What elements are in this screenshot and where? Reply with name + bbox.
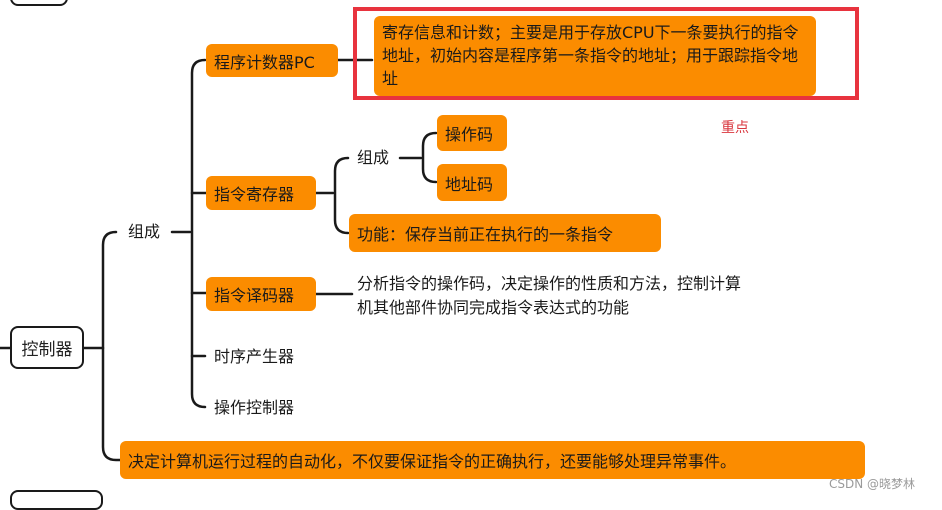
ir-function-text: 功能：保存当前正在执行的一条指令 [357, 225, 614, 244]
root-label: 控制器 [21, 340, 73, 360]
ir-label: 指令寄存器 [214, 185, 295, 204]
ir-node[interactable]: 指令寄存器 [206, 176, 316, 210]
composition-label[interactable]: 组成 [128, 222, 161, 241]
decoder-node[interactable]: 指令译码器 [206, 277, 316, 311]
address-code-node[interactable]: 地址码 [437, 164, 507, 201]
ir-composition-label[interactable]: 组成 [357, 148, 390, 167]
decoder-detail-text[interactable]: 分析指令的操作码，决定操作的性质和方法，控制计算机其他部件协同完成指令表达式的功… [357, 274, 742, 317]
timing-generator-label[interactable]: 时序产生器 [214, 347, 295, 366]
cropped-node-bottom [10, 490, 103, 510]
operation-controller-label[interactable]: 操作控制器 [214, 398, 295, 417]
decoder-label: 指令译码器 [214, 286, 295, 305]
address-code-label: 地址码 [445, 174, 494, 194]
pc-label: 程序计数器PC [214, 52, 315, 72]
root-node-controller[interactable]: 控制器 [10, 326, 84, 369]
summary-node[interactable]: 决定计算机运行过程的自动化，不仅要保证指令的正确执行，还要能够处理异常事件。 [120, 441, 865, 479]
pc-node[interactable]: 程序计数器PC [206, 44, 338, 77]
connector-lines [0, 58, 438, 462]
ir-function-node[interactable]: 功能：保存当前正在执行的一条指令 [349, 214, 661, 252]
key-point-note: 重点 [721, 120, 749, 136]
summary-text: 决定计算机运行过程的自动化，不仅要保证指令的正确执行，还要能够处理异常事件。 [128, 452, 737, 471]
pc-detail-node[interactable]: 寄存信息和计数；主要是用于存放CPU下一条要执行的指令地址，初始内容是程序第一条… [374, 16, 816, 96]
pc-detail-text: 寄存信息和计数；主要是用于存放CPU下一条要执行的指令地址，初始内容是程序第一条… [382, 23, 799, 88]
opcode-label: 操作码 [445, 125, 494, 144]
cropped-node-top [10, 0, 68, 6]
highlight-frame [353, 7, 859, 100]
opcode-node[interactable]: 操作码 [437, 115, 507, 151]
watermark: CSDN @晓梦林 [829, 477, 916, 491]
